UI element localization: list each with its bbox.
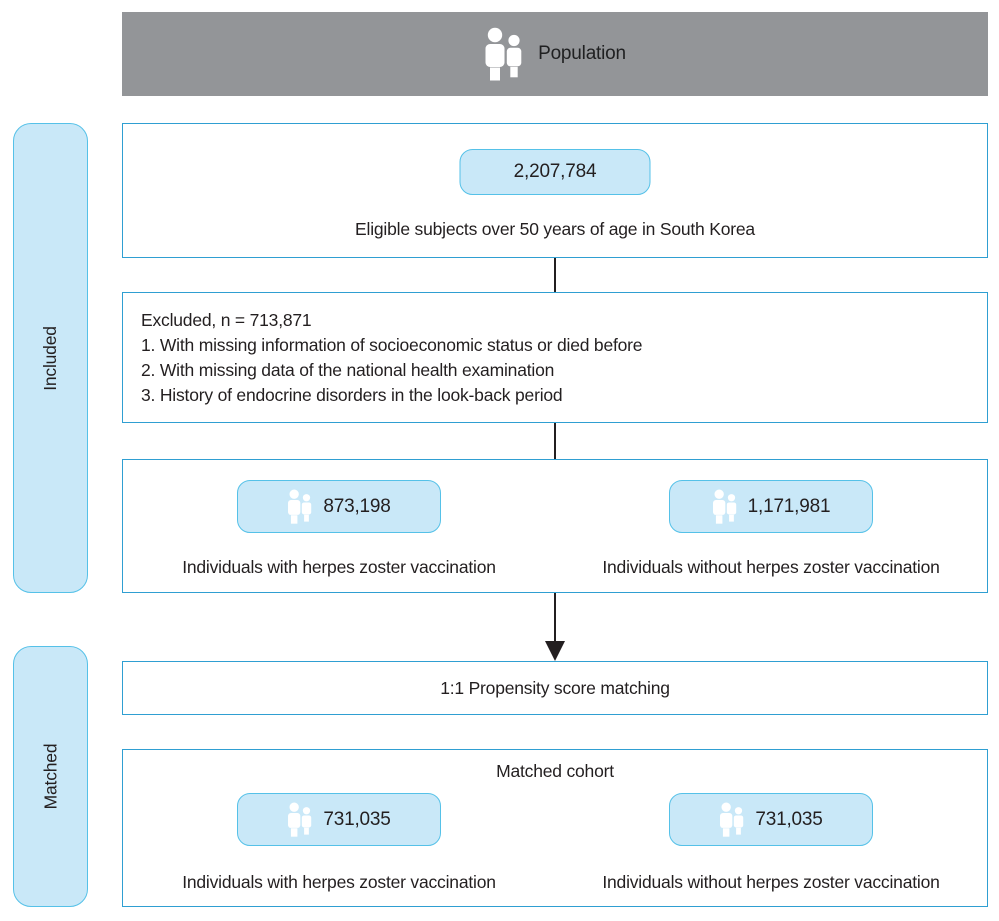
- excluded-reason: 1. With missing information of socioecon…: [141, 335, 643, 355]
- connector-line-1: [554, 258, 556, 292]
- arrow-line: [554, 593, 556, 642]
- excluded-reason-list: 1. With missing information of socioecon…: [141, 333, 987, 408]
- people-icon: [485, 27, 522, 81]
- excluded-reason: 2. With missing data of the national hea…: [141, 360, 555, 380]
- people-icon: [712, 489, 736, 524]
- matched-unvaccinated-count-pill: 731,035: [669, 793, 873, 846]
- vaccinated-label: Individuals with herpes zoster vaccinati…: [182, 557, 496, 577]
- arrow-head: [545, 641, 565, 661]
- rail-included: Included: [13, 123, 88, 593]
- vaccinated-count-pill: 873,198: [237, 480, 441, 533]
- unvaccinated-label: Individuals without herpes zoster vaccin…: [602, 557, 940, 577]
- matched-cohort-title: Matched cohort: [496, 761, 614, 781]
- box-eligible-subjects: 2,207,784 Eligible subjects over 50 year…: [122, 123, 988, 258]
- vaccinated-count: 873,198: [323, 495, 391, 517]
- matching-label: 1:1 Propensity score matching: [440, 677, 670, 698]
- excluded-title: Excluded, n = 713,871: [141, 310, 312, 330]
- eligible-count-pill: 2,207,784: [459, 149, 651, 195]
- matched-vaccinated-group: 731,035 Individuals with herpes zoster v…: [123, 793, 555, 893]
- box-unmatched-cohorts: 873,198 Individuals with herpes zoster v…: [122, 459, 988, 593]
- excluded-reason: 3. History of endocrine disorders in the…: [141, 385, 563, 405]
- vaccinated-group: 873,198 Individuals with herpes zoster v…: [123, 480, 555, 578]
- people-icon: [288, 802, 312, 837]
- people-icon: [720, 802, 744, 837]
- box-excluded: Excluded, n = 713,871 1. With missing in…: [122, 292, 988, 423]
- matched-unvaccinated-group: 731,035 Individuals without herpes zoste…: [555, 793, 987, 893]
- rail-matched: Matched: [13, 646, 88, 907]
- matched-vaccinated-count: 731,035: [323, 808, 391, 830]
- rail-included-label: Included: [39, 325, 60, 391]
- connector-line-2: [554, 423, 556, 459]
- matched-vaccinated-count-pill: 731,035: [237, 793, 441, 846]
- unvaccinated-group: 1,171,981 Individuals without herpes zos…: [555, 480, 987, 578]
- eligible-count: 2,207,784: [513, 161, 597, 182]
- population-title: Population: [538, 43, 626, 64]
- matched-unvaccinated-label: Individuals without herpes zoster vaccin…: [602, 872, 940, 892]
- box-matched-cohort: Matched cohort 731,035: [122, 749, 988, 907]
- rail-matched-label: Matched: [39, 743, 60, 810]
- unvaccinated-count: 1,171,981: [747, 495, 831, 517]
- matched-vaccinated-label: Individuals with herpes zoster vaccinati…: [182, 872, 496, 892]
- population-header: Population: [122, 12, 988, 96]
- box-propensity-matching: 1:1 Propensity score matching: [122, 661, 988, 715]
- eligible-label: Eligible subjects over 50 years of age i…: [355, 219, 755, 239]
- unvaccinated-count-pill: 1,171,981: [669, 480, 873, 533]
- matched-unvaccinated-count: 731,035: [755, 808, 823, 830]
- people-icon: [288, 489, 312, 524]
